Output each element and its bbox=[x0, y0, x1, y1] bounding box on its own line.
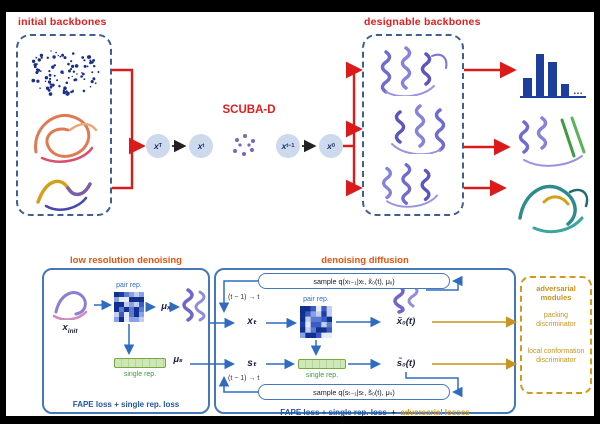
pair-rep-label: pair rep. bbox=[116, 282, 142, 289]
local-conformation-discriminator-label: local conformation discriminator bbox=[527, 348, 585, 364]
single-rep-label: single rep. bbox=[123, 371, 157, 378]
x-init-sub: init bbox=[67, 327, 78, 335]
x-init-label: xinit bbox=[50, 322, 90, 335]
single-rep-bar-icon bbox=[114, 358, 166, 368]
noise-dots-icon bbox=[233, 134, 255, 156]
loss-plus: + bbox=[391, 408, 396, 417]
low-res-denoising-title: low resolution denoising bbox=[70, 255, 182, 266]
node-sub: T bbox=[158, 143, 163, 149]
initial-backbones-label: initial backbones bbox=[18, 16, 107, 28]
sample-x-box: sample q(xₜ₋₁|xₜ, x̃₀(t), μₓ) bbox=[258, 273, 450, 289]
node-sub: 0 bbox=[331, 143, 335, 149]
yellow-purple-protein-icon bbox=[36, 179, 92, 211]
bar bbox=[535, 54, 544, 96]
left-module-loss-label: FAPE loss + single rep. loss bbox=[72, 400, 180, 409]
purple-protein-icon bbox=[380, 46, 448, 96]
bar-chart-more: … bbox=[573, 86, 583, 97]
loss-main: FAPE loss + single rep. loss bbox=[280, 408, 387, 417]
bar bbox=[560, 84, 569, 96]
denoising-diffusion-title: denoising diffusion bbox=[321, 255, 409, 266]
x0-pred-label: x̃₀(t) bbox=[396, 316, 416, 327]
step-label-top: (t − 1) → t bbox=[228, 294, 260, 301]
diffusion-loss-label: FAPE loss + single rep. loss + adversari… bbox=[234, 402, 516, 420]
loss-adversarial: adversarial losses bbox=[400, 408, 470, 417]
node-base: x bbox=[197, 141, 203, 151]
sample-s-label: sample q(sₜ₋₁|sₜ, s̃₀(t), μₛ) bbox=[313, 387, 395, 397]
purple-protein-icon bbox=[381, 163, 439, 208]
x-init-base: x bbox=[62, 322, 68, 333]
sample-s-box: sample q(sₜ₋₁|sₜ, s̃₀(t), μₛ) bbox=[258, 384, 450, 400]
bar-chart-icon: … bbox=[520, 38, 586, 98]
node-sub: t bbox=[202, 143, 205, 149]
adversarial-modules-box bbox=[520, 276, 592, 394]
pair-rep-heatmap-icon bbox=[114, 292, 144, 322]
node-base: x bbox=[153, 141, 159, 151]
figure: … sample q(xₜ₋₁|xₜ, x̃₀(t), μₓ) sample q bbox=[6, 12, 594, 417]
teal-protein-icon bbox=[518, 184, 589, 234]
single-rep-bar-icon bbox=[298, 359, 346, 369]
mu-s-label: μₛ bbox=[173, 354, 183, 365]
helix-icon bbox=[182, 288, 206, 322]
designable-backbones-label: designable backbones bbox=[364, 16, 481, 28]
pair-rep-label-2: pair rep. bbox=[303, 296, 329, 303]
x-init-protein-icon bbox=[52, 291, 88, 320]
purple-protein-icon bbox=[391, 104, 446, 154]
node-sub: t−1 bbox=[286, 143, 295, 149]
purple-green-protein-icon bbox=[518, 116, 586, 167]
step-label-bottom: (t − 1) → t bbox=[228, 375, 260, 382]
node-base: x bbox=[327, 141, 332, 151]
single-rep-label-2: single rep. bbox=[305, 372, 339, 379]
node-base: x bbox=[281, 141, 287, 151]
s-t-label: sₜ bbox=[247, 358, 257, 369]
adversarial-modules-title: adversarial modules bbox=[536, 284, 576, 302]
x-t-label: xₜ bbox=[247, 316, 257, 327]
orange-ribbon-protein-icon bbox=[34, 113, 98, 163]
model-name-label: SCUBA-D bbox=[222, 104, 276, 116]
packing-discriminator-label: packing discriminator bbox=[536, 312, 576, 328]
bar bbox=[523, 78, 532, 96]
bar bbox=[548, 62, 557, 96]
pair-rep-heatmap-icon bbox=[300, 306, 332, 338]
s0-pred-label: s̃₀(t) bbox=[396, 358, 416, 369]
sample-x-label: sample q(xₜ₋₁|xₜ, x̃₀(t), μₓ) bbox=[313, 276, 395, 286]
mu-x-label: μₓ bbox=[161, 301, 171, 312]
point-cloud-protein-icon bbox=[31, 50, 100, 96]
